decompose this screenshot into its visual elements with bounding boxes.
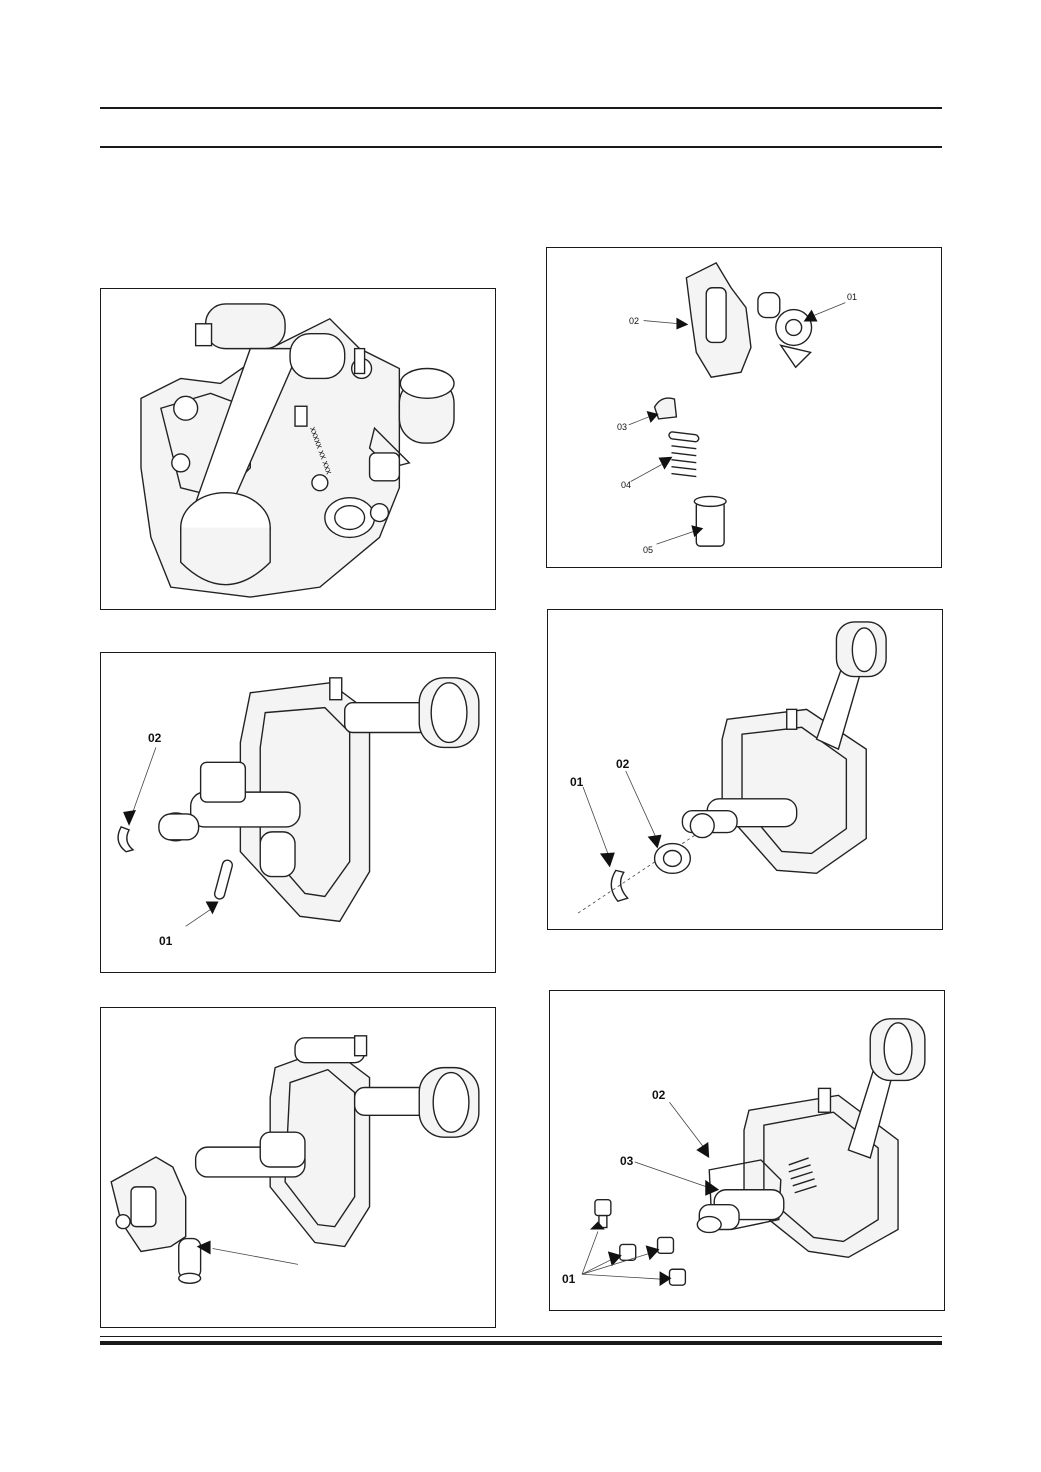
header-rule-bottom bbox=[100, 146, 942, 148]
callout-01: 01 bbox=[159, 934, 173, 948]
callout-01: 01 bbox=[847, 292, 858, 302]
washer-removal-drawing bbox=[577, 621, 887, 914]
bolt-set bbox=[594, 1198, 687, 1286]
figure-circlip-removal: 02 01 bbox=[100, 652, 496, 973]
footer-rule-thin bbox=[100, 1336, 942, 1337]
callout-01: 01 bbox=[562, 1272, 576, 1286]
figure-detent-components: 02 01 03 04 05 bbox=[546, 247, 942, 568]
circlip-removal-drawing bbox=[117, 677, 480, 927]
callout-01: 01 bbox=[570, 775, 584, 789]
callout-03: 03 bbox=[620, 1154, 634, 1168]
callout-04: 04 bbox=[621, 480, 632, 490]
detent-components-drawing bbox=[628, 261, 846, 547]
callout-02: 02 bbox=[616, 757, 630, 771]
cover-bolts-drawing bbox=[581, 1018, 926, 1287]
shift-mechanism-drawing: xxxxx xx xxx bbox=[140, 303, 455, 598]
figure-cover-bolts: 02 03 01 bbox=[549, 990, 945, 1311]
figure-shift-mechanism: xxxxx xx xxx bbox=[100, 288, 496, 610]
selector-removal-drawing bbox=[110, 1035, 480, 1284]
figure-washer-removal: 01 02 bbox=[547, 609, 943, 930]
callout-02: 02 bbox=[148, 731, 162, 745]
callout-02: 02 bbox=[652, 1088, 666, 1102]
callout-05: 05 bbox=[643, 545, 654, 555]
figure-selector-removal bbox=[100, 1007, 496, 1328]
header-rule-top bbox=[100, 107, 942, 109]
callout-03: 03 bbox=[617, 422, 628, 432]
footer-rule-thick bbox=[100, 1341, 942, 1345]
callout-02: 02 bbox=[629, 316, 640, 326]
